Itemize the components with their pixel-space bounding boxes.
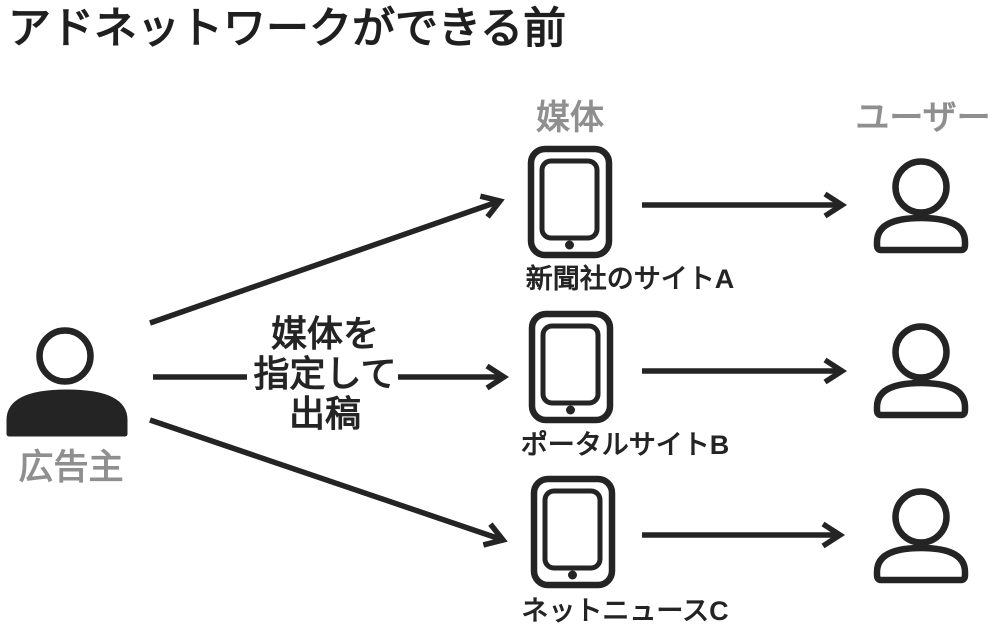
flow-note-line-2: 指定して [253, 353, 397, 394]
media-label-1: 新聞社のサイトA [525, 264, 735, 294]
person-outline-icon [877, 327, 965, 416]
advertiser-label: 広告主 [18, 448, 124, 487]
flow-note-line-3: 出稿 [288, 393, 361, 434]
person-outline-icon [877, 162, 965, 251]
arrow-advertiser-to-media-1 [149, 193, 505, 326]
person-filled-icon [6, 327, 128, 437]
tablet-icon [534, 479, 612, 585]
person-outline-icon [877, 492, 965, 581]
media-label-3: ネットニュースC [521, 596, 729, 626]
column-header-users: ユーザー [855, 99, 991, 137]
arrow-advertiser-to-media-3 [149, 417, 508, 548]
flow-note-line-1: 媒体を [270, 313, 379, 354]
page-title: アドネットワークができる前 [8, 5, 567, 53]
column-header-media: 媒体 [536, 99, 604, 137]
tablet-icon [531, 149, 609, 255]
media-label-2: ポータルサイトB [520, 430, 730, 460]
tablet-icon [532, 314, 610, 420]
flow-note: 媒体を 指定して 出稿 [200, 314, 450, 434]
